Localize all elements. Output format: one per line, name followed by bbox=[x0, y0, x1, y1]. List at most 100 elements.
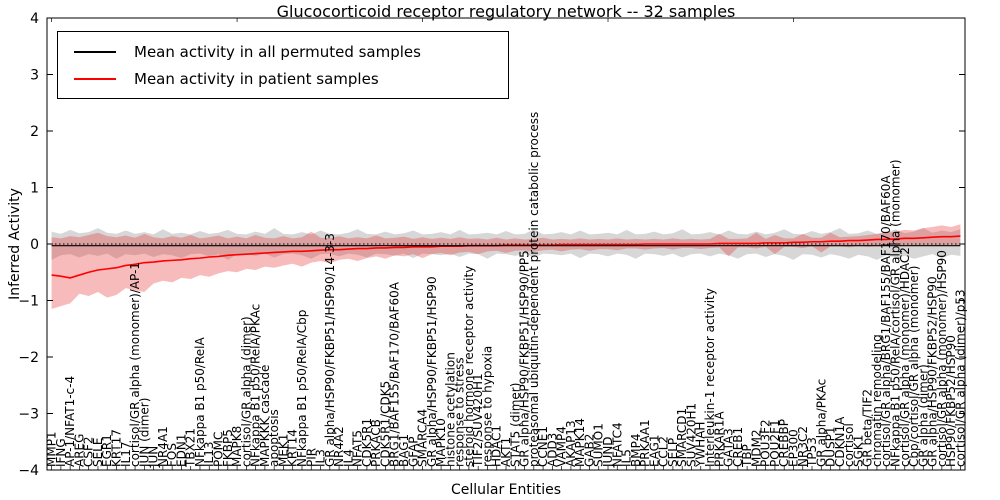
x-tick-label: EAG1 bbox=[647, 434, 661, 467]
x-tick-label: IL17 bbox=[119, 442, 133, 468]
x-tick-label: response to hypoxia bbox=[480, 346, 494, 467]
x-tick-label: POU2F1 bbox=[768, 419, 782, 467]
x-tick-label: MAPK8 bbox=[230, 426, 244, 467]
x-tick-label: cortisol/GR alpha (dimer)/p53 bbox=[953, 289, 967, 467]
chart-title: Glucocorticoid receptor regulatory netwo… bbox=[276, 2, 736, 21]
x-tick-label: JUN bbox=[147, 446, 161, 468]
y-tick-label: 1 bbox=[30, 181, 39, 197]
x-tick-label: Cbp/cortisol/GR alpha (monomer) bbox=[907, 266, 921, 467]
x-tick-label: MAPK10 bbox=[434, 418, 448, 467]
x-tick-label: AREG bbox=[72, 434, 86, 467]
x-tick-label: MMP1 bbox=[45, 431, 59, 467]
x-axis-label: Cellular Entities bbox=[450, 482, 562, 498]
x-tick-label: GR alpha/HSP90/FKBP51/HSP90 bbox=[425, 276, 439, 467]
x-tick-label: CDK5R1 bbox=[360, 418, 374, 467]
x-tick-label: GR alpha (dimer) bbox=[916, 364, 930, 467]
y-tick-label: 3 bbox=[30, 68, 39, 84]
x-tick-label: IL5 bbox=[620, 449, 634, 467]
x-tick-label: SUV420H1 bbox=[684, 403, 698, 467]
x-tick-label: CSF2 bbox=[82, 436, 96, 467]
y-tick-label: −2 bbox=[18, 350, 39, 366]
x-tick-label: YWHAH bbox=[694, 422, 708, 468]
x-tick-label: NFAT5 bbox=[351, 430, 365, 467]
x-tick-label: proteasomal ubiquitin-dependent protein … bbox=[527, 112, 541, 467]
x-tick-label: JUND bbox=[601, 436, 615, 468]
x-tick-label: chromatin remodeling bbox=[870, 334, 884, 467]
x-tick-label: MAPKKK cascade bbox=[258, 365, 272, 467]
x-tick-label: NFkappa B1 p50/RelA/PKAc bbox=[249, 304, 263, 467]
x-tick-label: HSP90/FKBP52/HSP90 bbox=[944, 335, 958, 467]
x-tick-label: PRKACB bbox=[369, 419, 383, 467]
x-tick-label: VAMP4 bbox=[555, 426, 569, 467]
x-tick-label: response to stress bbox=[453, 357, 467, 467]
x-tick-label: GFAP bbox=[406, 436, 420, 467]
x-tick-label: DUSP1 bbox=[824, 426, 838, 467]
x-tick-label: cortisol/GR alpha/BRG1/BAF155/BAF170/BAF… bbox=[879, 175, 893, 467]
x-tick-label: PRKAR1A bbox=[712, 411, 726, 467]
x-tick-label: STAT5 (dimer) bbox=[508, 383, 522, 467]
x-tick-label: GR alpha/HSP90/FKBP51/HSP90/PP5 bbox=[518, 250, 532, 467]
legend-label: Mean activity in all permuted samples bbox=[134, 42, 421, 61]
x-tick-label: JUN (dimer) bbox=[137, 398, 151, 468]
x-tick-label: BRG1/BAF155/BAF170/BAF60A bbox=[388, 281, 402, 467]
x-tick-label: EP300 bbox=[786, 429, 800, 467]
x-tick-label: CCNE1 bbox=[536, 426, 550, 467]
y-tick-label: 2 bbox=[30, 124, 39, 140]
x-tick-label: CDKN1A bbox=[833, 416, 847, 467]
x-tick-label: CREB1 bbox=[731, 427, 745, 467]
x-tick-label: KRT14 bbox=[286, 429, 300, 467]
x-tick-label: NR3C2 bbox=[796, 426, 810, 467]
x-tick-label: BAG1 bbox=[397, 434, 411, 467]
x-tick-label: SELE bbox=[91, 438, 105, 467]
x-tick-label: ADD3 bbox=[545, 433, 559, 467]
x-tick-label: GR beta/TIF2 bbox=[861, 389, 875, 467]
x-tick-label: Interleukin-1 receptor activity bbox=[703, 288, 717, 467]
x-tick-label: IL3 bbox=[314, 449, 328, 467]
plot-border bbox=[46, 17, 966, 471]
x-tick-label: NFkappa B1 p50/RelA/cortisol/GR alpha (m… bbox=[888, 159, 902, 467]
x-tick-label: cortisol/GR alpha (monomer)/HSP90 bbox=[935, 250, 949, 467]
x-tick-label: TIF2/SUV420H1 bbox=[471, 373, 485, 468]
x-tick-label: HDAC1 bbox=[490, 425, 504, 467]
x-tick-label: POU3F2 bbox=[759, 419, 773, 467]
x-tick-label: GR alpha/HSP90/FKBP52/HSP90 bbox=[926, 276, 940, 467]
x-tick-label: SMARCD1 bbox=[675, 408, 689, 467]
x-tick-label: cortisol/GR alpha (monomer)/HDAC2 bbox=[898, 247, 912, 467]
series-line bbox=[51, 235, 961, 279]
x-tick-label: NFkappa B1 p50/RelA/Cbp bbox=[295, 310, 309, 467]
y-tick-label: 0 bbox=[30, 237, 39, 253]
legend-item-permuted: Mean activity in all permuted samples bbox=[64, 38, 498, 65]
x-tick-label: IL4 bbox=[341, 449, 355, 467]
x-tick-label: TBX21 bbox=[184, 428, 198, 468]
x-tick-label: IL13 bbox=[202, 442, 216, 468]
x-tick-label: CREBBP bbox=[777, 419, 791, 467]
x-tick-label: EGR1 bbox=[100, 434, 114, 467]
x-tick-label: GR alpha/PKAc bbox=[814, 379, 828, 467]
legend: Mean activity in all permuted samples Me… bbox=[57, 31, 509, 99]
x-tick-label: cortisol/GR alpha (dimer) bbox=[239, 316, 253, 467]
x-tick-label: MAPK14 bbox=[573, 418, 587, 467]
legend-line-red bbox=[74, 77, 116, 80]
y-tick-label: −1 bbox=[18, 294, 39, 310]
x-tick-label: cortisol bbox=[842, 423, 856, 467]
x-tick-label: apoptosis bbox=[267, 409, 281, 467]
x-tick-label: NR4A1 bbox=[156, 426, 170, 467]
x-tick-label: SELP bbox=[666, 438, 680, 467]
x-tick-label: TBP bbox=[740, 444, 754, 468]
y-tick-label: 4 bbox=[30, 11, 39, 27]
x-tick-label: NR4A2 bbox=[332, 426, 346, 467]
legend-label: Mean activity in patient samples bbox=[134, 69, 379, 88]
x-tick-label: MDM2 bbox=[749, 429, 763, 467]
x-tick-label: GATA3 bbox=[722, 428, 736, 467]
x-tick-label: TP53 bbox=[805, 437, 819, 468]
legend-line-black bbox=[74, 50, 116, 53]
x-tick-label: AKAP13 bbox=[564, 420, 578, 467]
x-tick-label: BMP4 bbox=[629, 434, 643, 467]
x-tick-label: PRKAA1 bbox=[638, 419, 652, 467]
x-tick-label: EDN1 bbox=[174, 434, 188, 467]
x-tick-label: FOS bbox=[165, 443, 179, 467]
x-tick-label: AKT1 bbox=[499, 437, 513, 467]
x-tick-label: cortisol/GR alpha (monomer)/AP-1 bbox=[128, 262, 142, 467]
y-tick-label: −3 bbox=[18, 407, 39, 423]
